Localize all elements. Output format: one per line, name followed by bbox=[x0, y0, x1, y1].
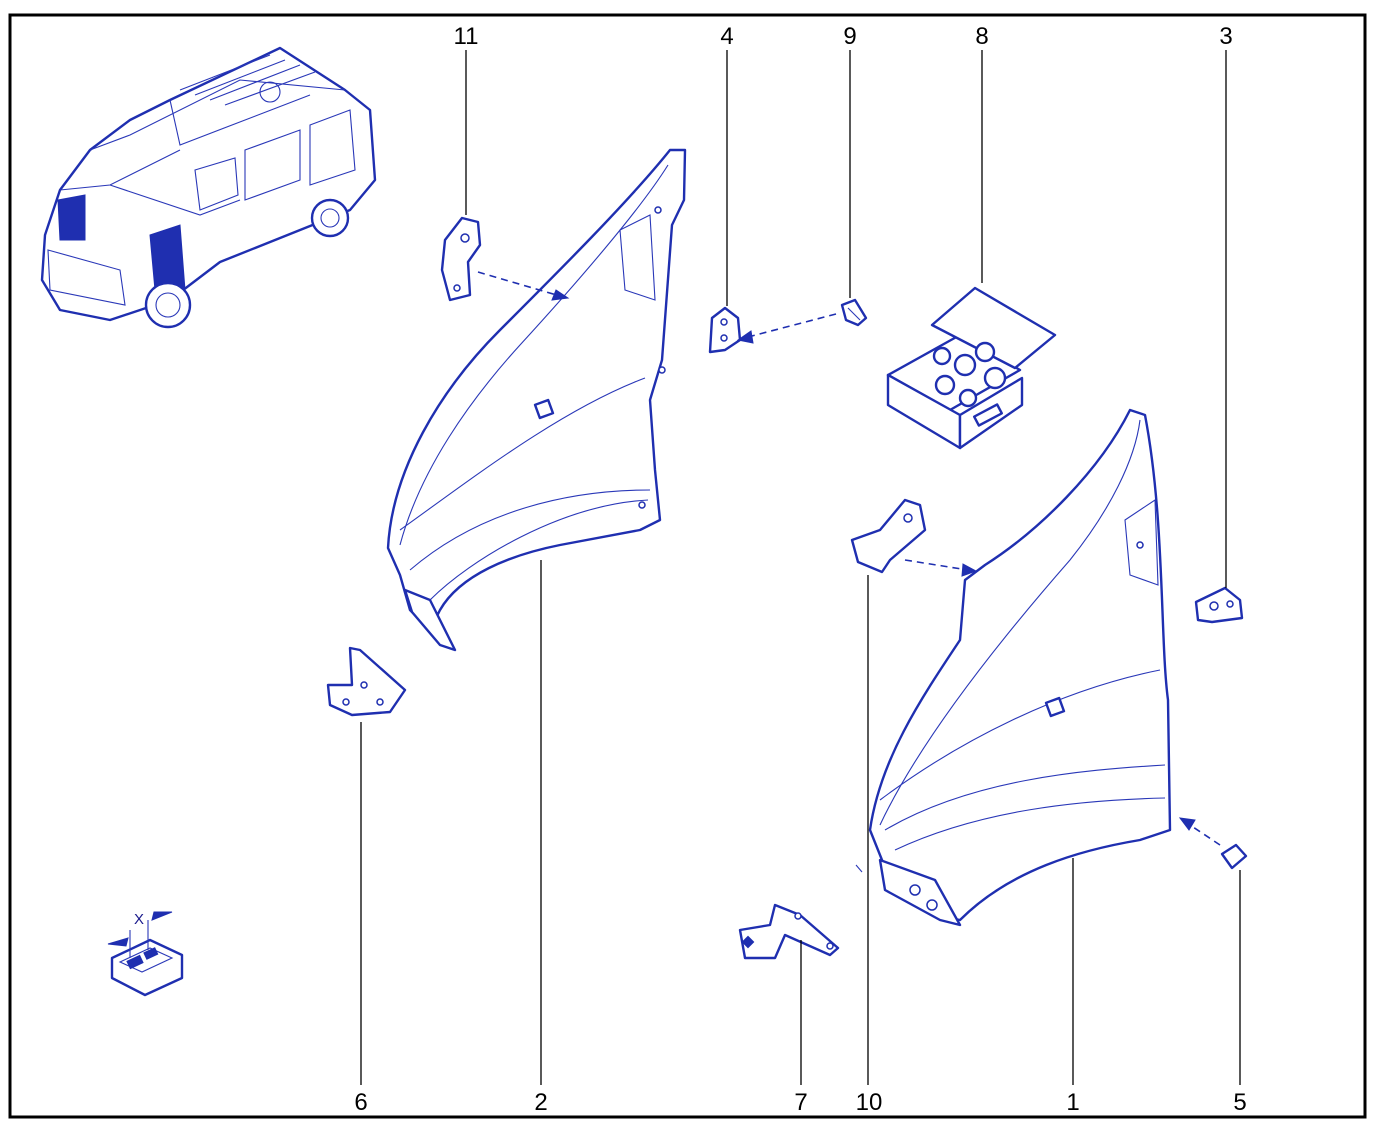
part-11-bracket bbox=[440, 216, 482, 302]
callout-9: 9 bbox=[843, 23, 856, 50]
van-thumbnail bbox=[40, 46, 377, 329]
part-5-clip bbox=[1220, 843, 1248, 870]
callout-4: 4 bbox=[720, 23, 733, 50]
part-7-bracket bbox=[738, 903, 840, 960]
diagram-frame bbox=[8, 13, 1367, 1119]
part-8-fixing-kit bbox=[886, 286, 1057, 450]
part-3-bracket bbox=[1194, 586, 1244, 624]
callout-labels: 11 4 9 8 3 6 2 7 10 1 5 bbox=[354, 23, 1246, 1116]
callout-11: 11 bbox=[454, 23, 479, 50]
callout-7: 7 bbox=[794, 1089, 807, 1116]
part-2-left-wing bbox=[386, 148, 687, 652]
part-10-bracket bbox=[850, 498, 927, 574]
part-4-bracket bbox=[708, 306, 742, 354]
arrow-5-to-1 bbox=[1189, 824, 1221, 846]
callout-2: 2 bbox=[534, 1089, 547, 1116]
callout-8: 8 bbox=[975, 23, 988, 50]
part-1-right-wing bbox=[868, 408, 1172, 927]
leader-lines bbox=[360, 50, 1241, 1085]
callout-10: 10 bbox=[856, 1089, 883, 1116]
clip-dimension-label: X bbox=[134, 911, 144, 928]
arrow-11-to-2 bbox=[477, 271, 561, 297]
arrow-10-to-1 bbox=[904, 559, 969, 571]
clip-detail: X bbox=[107, 911, 184, 997]
arrow-9-to-4 bbox=[747, 313, 837, 338]
part-6-bracket bbox=[326, 646, 407, 717]
callout-5: 5 bbox=[1233, 1089, 1246, 1116]
callout-1: 1 bbox=[1066, 1089, 1079, 1116]
part-9-clip bbox=[840, 298, 868, 327]
callout-3: 3 bbox=[1219, 23, 1232, 50]
callout-6: 6 bbox=[354, 1089, 367, 1116]
